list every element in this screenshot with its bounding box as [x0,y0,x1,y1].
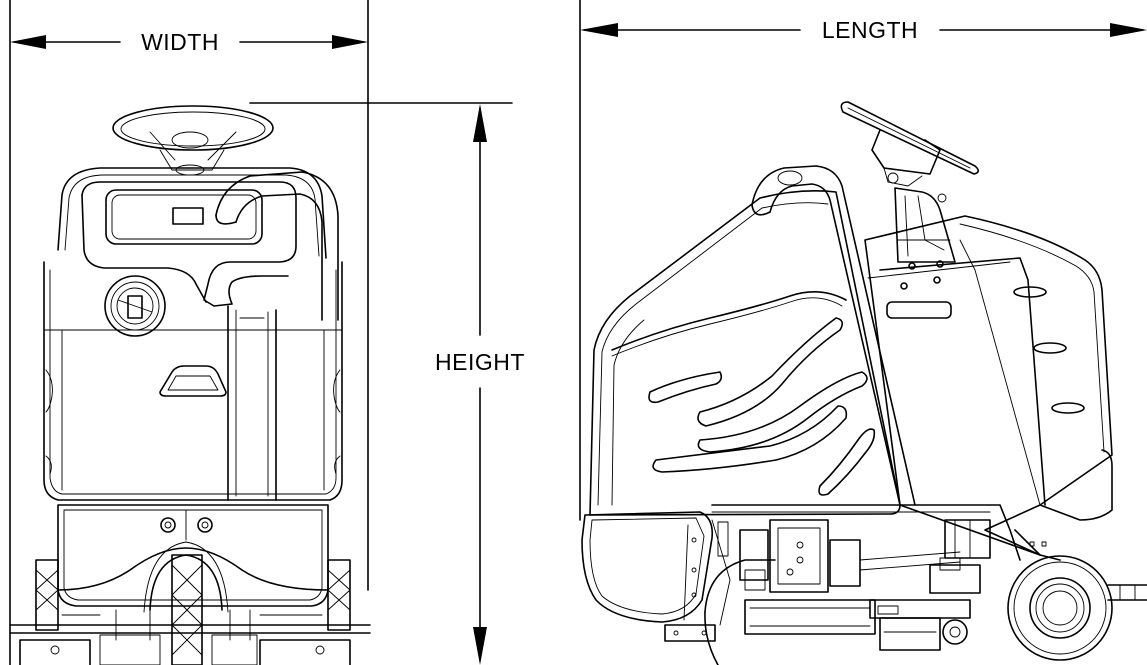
drive-wheel-side [704,559,776,665]
width-label: WIDTH [141,29,219,55]
side-vent-left [45,369,53,413]
grab-handle-side [751,165,916,506]
rear-body-side [864,215,1113,556]
front-bumper-side [581,511,714,623]
side-view [581,101,1147,665]
side-vent-right [333,369,341,413]
side-vent-2 [1033,342,1067,354]
control-panel [81,181,297,307]
display-window [172,207,204,225]
hood-outline-front [57,167,327,259]
side-vent-3 [1051,402,1085,414]
steering-wheel-front [112,105,274,176]
length-arrowhead-right [1110,23,1147,37]
chassis-side [664,504,1061,651]
side-badge [886,301,952,319]
grab-handle-front [215,171,339,321]
chassis-front [9,559,371,665]
width-arrowhead-left [10,35,46,49]
display-screen [105,189,263,245]
width-dimension: WIDTH [9,0,369,665]
length-label: LENGTH [822,17,918,43]
body-outline-front [43,261,343,501]
steering-column [894,187,956,263]
height-label: HEIGHT [435,349,525,375]
length-dimension: LENGTH [579,0,1147,521]
rear-wheel-side [1007,555,1147,661]
drive-frame [744,599,876,635]
front-view [9,105,371,665]
front-wheel-front-view [143,541,229,665]
bumper-curve [57,547,329,591]
front-grip [159,365,227,397]
motor-housing [769,519,829,593]
steering-wheel-side [840,101,980,203]
height-arrowhead-top [473,104,487,142]
caster-wheel [942,619,968,645]
height-arrowhead-bottom [473,627,487,665]
height-dimension: HEIGHT [249,102,525,665]
width-arrowhead-right [332,35,368,49]
key-switch [104,275,166,337]
center-column [227,305,277,501]
body-grooves [611,291,876,496]
side-vent-1 [1013,286,1047,298]
length-arrowhead-left [580,23,618,37]
